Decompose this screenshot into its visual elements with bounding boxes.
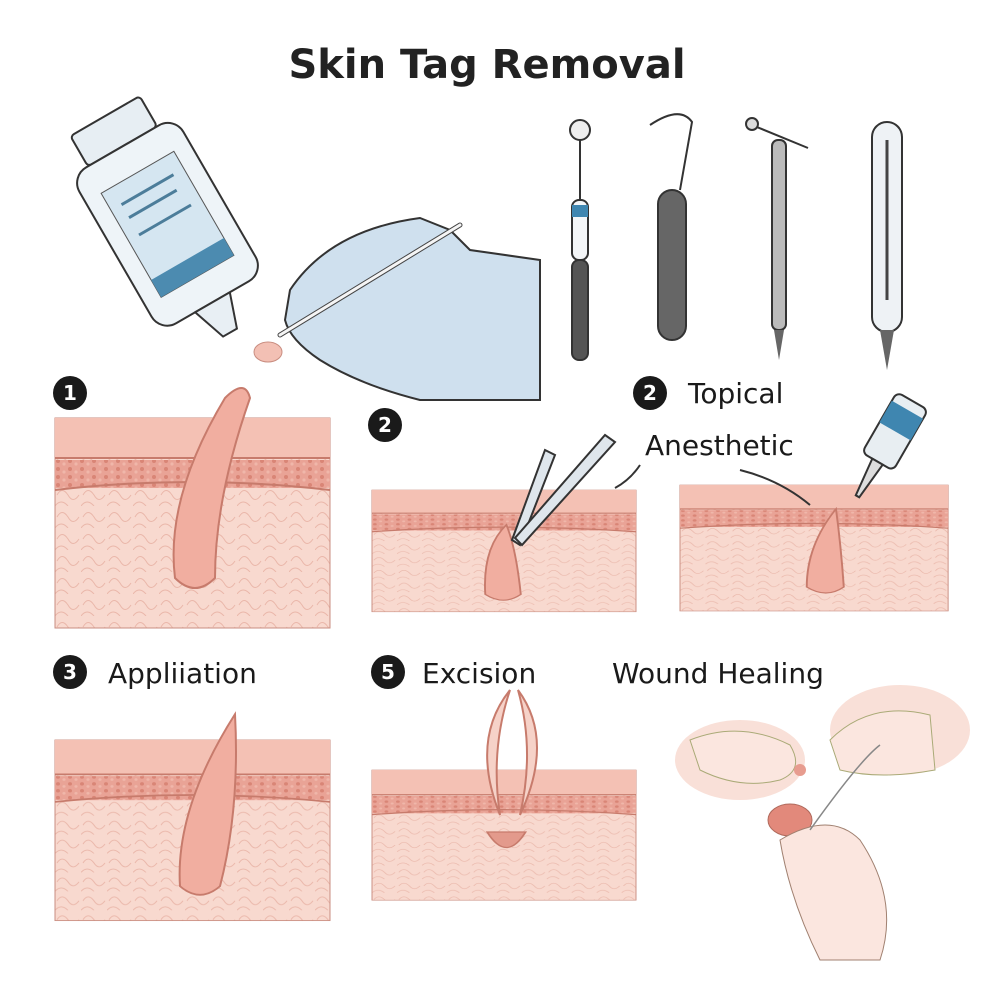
step-badge-5: 5 <box>371 655 405 689</box>
step-badge-2: 2 <box>368 408 402 442</box>
step-badge-1: 1 <box>53 376 87 410</box>
svg-text:1: 1 <box>63 381 77 405</box>
skin-section-step-2b <box>679 484 950 612</box>
anesthetic-vial-icon <box>854 393 927 499</box>
scalpel-icon <box>871 121 903 370</box>
skin-section-step-3 <box>54 711 331 922</box>
svg-text:3: 3 <box>63 660 77 684</box>
excised-tag-halves <box>486 689 538 816</box>
step-label-wound-healing: Wound Healing <box>612 657 824 690</box>
svg-text:2: 2 <box>378 413 392 437</box>
probe-icon <box>745 117 809 360</box>
step-label-application: Appliiation <box>108 657 257 690</box>
gloved-hand-icon <box>283 216 541 401</box>
pointer-line <box>614 464 641 489</box>
wound-healing-hands-illustration <box>675 685 970 961</box>
hook-icon <box>649 113 694 341</box>
step-label-excision: Excision <box>422 657 536 690</box>
skin-section-step-5 <box>371 769 637 902</box>
medicine-bottle-illustration <box>70 96 259 338</box>
step-label-topical: Topical <box>687 377 783 410</box>
skin-section-step-1 <box>54 387 331 629</box>
svg-text:2: 2 <box>643 381 657 405</box>
forceps-icon <box>510 433 617 547</box>
page-title: Skin Tag Removal <box>288 42 685 88</box>
surgical-instruments <box>569 113 903 370</box>
curette-icon <box>569 119 591 361</box>
step-label-anesthetic: Anesthetic <box>645 429 794 462</box>
svg-text:5: 5 <box>381 660 395 684</box>
skin-section-step-2 <box>371 489 637 613</box>
step-badge-3: 3 <box>53 655 87 689</box>
step-badge-2-topical: 2 <box>633 376 667 410</box>
skin-tag <box>253 341 283 363</box>
